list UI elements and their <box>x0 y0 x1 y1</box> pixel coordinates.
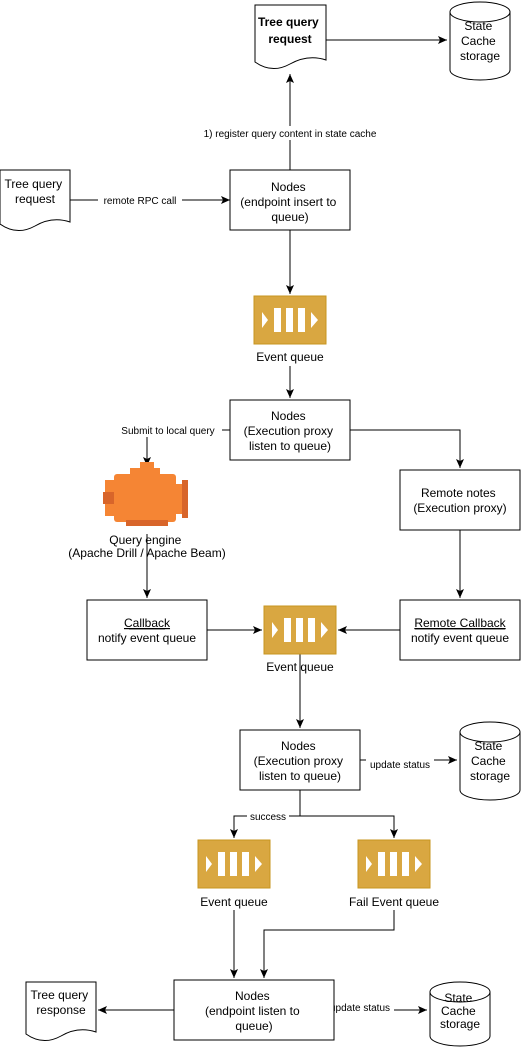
remote-notes-line-1: Remote notes <box>421 486 496 500</box>
nodes-insert-line-2: (endpoint insert to <box>240 195 336 209</box>
nodes-insert-line-3: queue) <box>271 210 308 224</box>
nodes-listen-line-1: Nodes <box>235 989 270 1003</box>
edge-success-to-fail-queue <box>300 815 398 838</box>
svg-text:State Cache storag: State Cache storage <box>440 991 480 1031</box>
nodes-listen-line-2: (endpoint listen to <box>205 1004 300 1018</box>
storage-top-line-1: State <box>464 19 492 33</box>
nodes-exec-1-line-1: Nodes <box>271 409 306 423</box>
query-engine[interactable]: Query engine (Apache Drill / Apache Beam… <box>68 462 226 560</box>
event-queue-2-label: Event queue <box>266 660 334 674</box>
left-request-line-1: Tree query <box>5 177 63 191</box>
rpc-label: remote RPC call <box>104 196 177 207</box>
svg-text:State Cache storag: State Cache storage <box>460 19 500 63</box>
left-request-document[interactable]: Tree query request <box>0 169 71 231</box>
query-engine-line-2: (Apache Drill / Apache Beam) <box>68 546 225 560</box>
edge-labels: 1) register query content in state cache… <box>98 126 434 1014</box>
storage-mid-line-2: Cache <box>471 754 506 768</box>
event-queue-3-label: Event queue <box>200 895 268 909</box>
nodes-exec-box-2[interactable]: Nodes (Execution proxy listen to queue) <box>239 729 361 791</box>
storage-mid-line-1: State <box>474 739 502 753</box>
event-queue-3[interactable]: Event queue <box>197 839 271 909</box>
remote-callback-title: Remote Callback <box>414 616 506 630</box>
sqs-queue-icon <box>197 839 271 889</box>
nodes-exec-2-line-1: Nodes <box>281 739 316 753</box>
remote-notes-line-2: (Execution proxy) <box>413 501 506 515</box>
svg-text:Tree query request: Tree query request <box>258 15 322 46</box>
callback-subtitle: notify event queue <box>98 631 196 645</box>
edge-fail-queue-to-nodes-listen <box>260 910 395 978</box>
svg-text:Nodes (Execution proxy: Nodes (Execution proxy listen to queue) <box>244 409 337 453</box>
top-request-line-1: Tree query <box>258 15 319 29</box>
remote-callback-box[interactable]: Remote Callback notify event queue <box>399 599 521 661</box>
top-request-document[interactable]: Tree query request <box>254 4 327 69</box>
svg-text:Remote notes (Execution: Remote notes (Execution proxy) <box>413 486 506 515</box>
sqs-queue-icon <box>253 295 327 345</box>
edge-nodes-exec-to-remote-notes <box>350 429 464 468</box>
nodes-exec-1-line-3: listen to queue) <box>249 439 331 453</box>
submit-label: Submit to local query <box>121 426 214 437</box>
callback-box[interactable]: Callback notify event queue <box>86 599 208 661</box>
storage-top-line-3: storage <box>460 49 500 63</box>
storage-bottom-line-3: storage <box>440 1017 480 1031</box>
fail-queue-label: Fail Event queue <box>349 895 439 909</box>
svg-text:Query engine (Apache Dri: Query engine (Apache Drill / Apache Beam… <box>68 533 225 560</box>
top-request-line-2: request <box>268 32 311 46</box>
storage-mid-line-3: storage <box>470 769 510 783</box>
storage-cylinder-icon <box>459 732 521 801</box>
svg-text:Nodes (Execution proxy: Nodes (Execution proxy listen to queue) <box>254 739 347 783</box>
remote-notes-box[interactable]: Remote notes (Execution proxy) <box>399 469 521 531</box>
update-status-label-2: update status <box>330 1003 390 1014</box>
nodes-exec-2-line-2: (Execution proxy <box>254 754 343 768</box>
event-queue-1[interactable]: Event queue <box>253 295 327 364</box>
sqs-queue-icon <box>357 839 431 889</box>
nodes-exec-2-line-3: listen to queue) <box>259 769 341 783</box>
storage-bottom-line-2: Cache <box>441 1004 476 1018</box>
svg-text:State Cache storag: State Cache storage <box>470 739 510 783</box>
storage-top-line-2: Cache <box>461 34 496 48</box>
query-engine-icon <box>103 462 188 526</box>
left-request-line-2: request <box>15 192 56 206</box>
nodes-insert-line-1: Nodes <box>271 180 306 194</box>
svg-text:Tree query response: Tree query response <box>31 988 92 1017</box>
callback-title: Callback <box>124 616 171 630</box>
register-label: 1) register query content in state cache <box>204 129 377 140</box>
response-document[interactable]: Tree query response <box>25 981 97 1041</box>
nodes-exec-box-1[interactable]: Nodes (Execution proxy listen to queue) <box>229 399 351 461</box>
query-engine-line-1: Query engine <box>109 533 181 547</box>
remote-callback-subtitle: notify event queue <box>411 631 509 645</box>
storage-cylinder-icon <box>449 12 511 81</box>
document-icon <box>254 4 327 69</box>
storage-top[interactable]: State Cache storage <box>449 1 511 81</box>
success-label: success <box>250 812 286 823</box>
storage-cylinder-icon <box>429 992 491 1047</box>
event-queue-1-label: Event queue <box>256 350 324 364</box>
storage-bottom[interactable]: State Cache storage <box>429 981 491 1047</box>
svg-text:Nodes (endpoint insert t: Nodes (endpoint insert to queue) <box>240 180 339 224</box>
nodes-exec-1-line-2: (Execution proxy <box>244 424 333 438</box>
document-icon <box>0 169 71 231</box>
response-line-2: response <box>36 1003 86 1017</box>
svg-text:Nodes (endpoint listen t: Nodes (endpoint listen to queue) <box>205 989 303 1033</box>
nodes-insert-box[interactable]: Nodes (endpoint insert to queue) <box>229 169 351 231</box>
nodes-listen-box[interactable]: Nodes (endpoint listen to queue) <box>173 979 335 1041</box>
sqs-queue-icon <box>263 605 337 655</box>
event-queue-2[interactable]: Event queue <box>263 605 337 674</box>
update-status-label-1: update status <box>370 760 430 771</box>
svg-text:Tree query request: Tree query request <box>5 177 66 206</box>
fail-event-queue[interactable]: Fail Event queue <box>349 839 439 909</box>
storage-bottom-line-1: State <box>444 991 472 1005</box>
storage-mid[interactable]: State Cache storage <box>459 721 521 801</box>
response-line-1: Tree query <box>31 988 89 1002</box>
nodes-listen-line-3: queue) <box>235 1019 272 1033</box>
document-icon <box>25 981 97 1041</box>
